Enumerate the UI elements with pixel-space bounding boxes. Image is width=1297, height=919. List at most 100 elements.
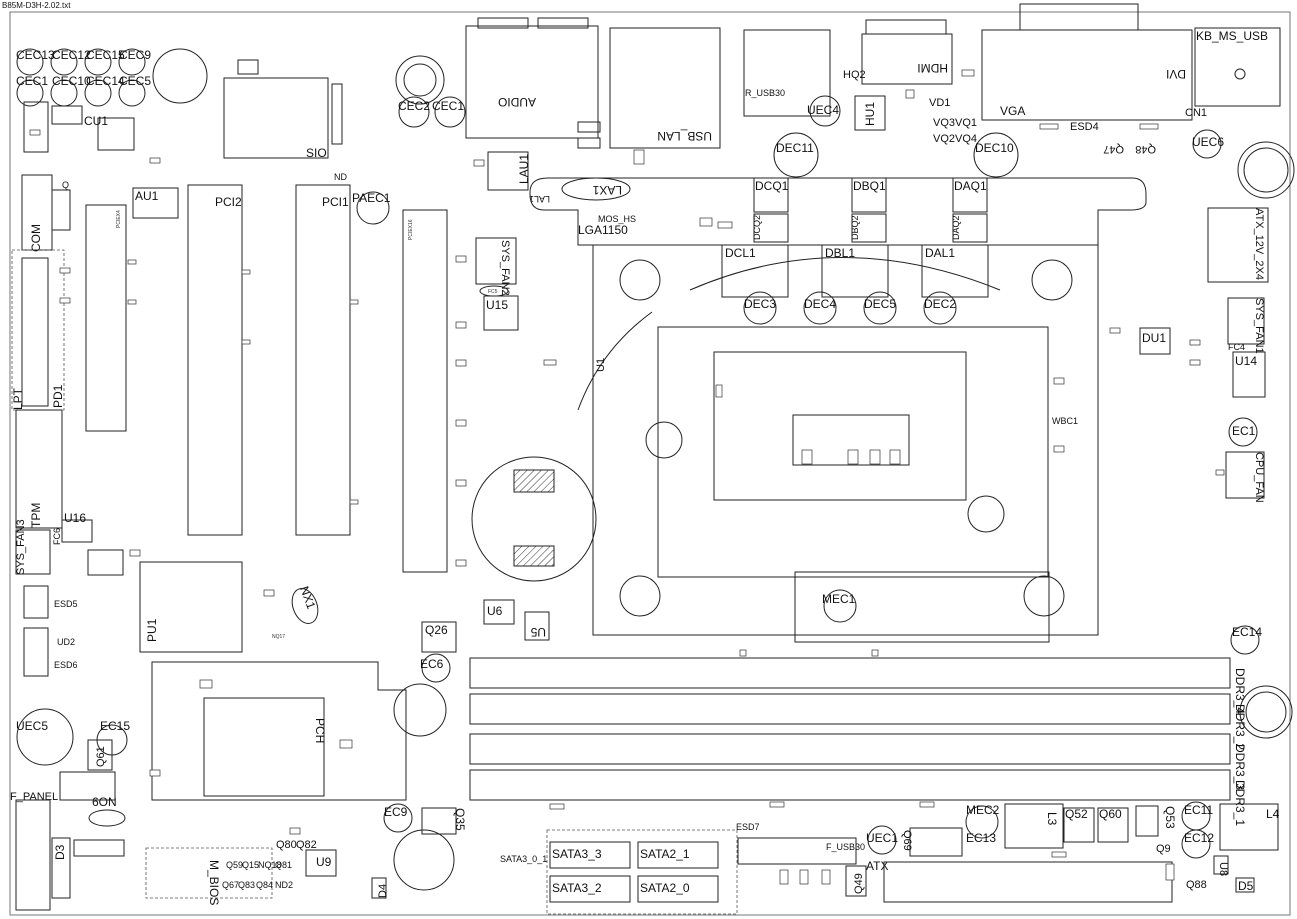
label-q81: Q81 [275,860,292,870]
label-q82: Q82 [296,839,317,851]
slot-pci1 [295,184,351,536]
chip-du1 [1139,327,1171,355]
connector-sys-fan3 [15,529,51,575]
label-sata2-0: SATA2_0 [640,881,690,895]
label-cec5: CEC5 [119,74,151,88]
label-ec14: EC14 [1232,625,1262,639]
label-q84: Q84 [256,880,273,890]
connector-r-usb30 [743,29,831,117]
label-d3: D3 [53,844,67,860]
label-d4: D4 [377,884,389,898]
slot-ddr3-2 [469,693,1231,725]
label-hq2: HQ2 [843,69,866,81]
pch-outline [151,661,407,801]
label-sata2-1: SATA2_1 [640,847,690,861]
label-cn1: CN1 [1185,107,1207,119]
label-q80: Q80 [276,839,297,851]
label-dal1: DAL1 [925,246,955,260]
label-esd7: ESD7 [736,822,760,832]
label-dbq2: DBQ2 [850,215,860,240]
label-daq1: DAQ1 [954,179,987,193]
label-ud2: UD2 [57,637,75,647]
slot-ddr3-1 [469,769,1231,801]
chip-pch [203,697,325,797]
label-cec13: CEC13 [16,48,55,62]
label-u16: U16 [64,511,86,525]
label-uec4: UEC4 [807,103,839,117]
slot-ddr3-4 [469,657,1231,689]
label-lau1: LAU1 [517,154,531,184]
label-q48: Q48 [1135,143,1156,155]
connector-sys-fan1 [1227,297,1265,345]
connector-tpm [15,409,63,529]
label-cpu-fan: CPU_FAN [1253,452,1265,503]
label-lpt: LPT [11,387,25,410]
chip-dbq1 [851,177,887,213]
label-ec12: EC12 [1184,831,1214,845]
label-q15: Q15 [242,860,259,870]
label-fc6: FC6 [52,528,62,545]
label-q59: Q59 [226,860,243,870]
connector-sata2-0 [637,875,719,903]
board-outline [9,11,1291,916]
label-nq17: NQ17 [272,634,285,640]
slot-pciex16 [402,209,448,573]
label-sys-fan1: SYS_FAN1 [1253,298,1265,354]
label-tpm: TPM [29,503,43,528]
label-ec6: EC6 [420,657,444,671]
connector-f-usb30 [737,837,857,865]
slot-ddr3-3 [469,733,1231,765]
connector-sys-fan2 [475,237,517,285]
label-mec2: MEC2 [966,803,1000,817]
label-ec13: EC13 [966,831,996,845]
label-vd1: VD1 [929,97,950,109]
label-ec9: EC9 [384,805,408,819]
label-q52: Q52 [1065,807,1088,821]
label-ec11: EC11 [1184,803,1213,817]
label-com: COM [29,224,43,252]
label-q49: Q49 [853,873,865,894]
label-pciex4: PCIEX4 [116,210,122,228]
label-q88: Q88 [1186,879,1207,891]
label-u9: U9 [316,855,332,869]
chip-dcq1 [753,177,789,213]
cec-capacitor-cluster [16,48,208,107]
label-d5: D5 [1238,879,1254,893]
label-sys-fan3: SYS_FAN3 [15,519,27,575]
label-uec1: UEC1 [866,831,898,845]
connector-usb-lan [609,27,721,149]
label-uec5: UEC5 [16,719,48,733]
label-pci2: PCI2 [215,195,242,209]
chip-pu1 [139,561,243,653]
chip-au1 [132,187,179,219]
chip-daq1 [952,177,988,213]
label-q9: Q9 [1156,843,1171,855]
label-pu1: PU1 [145,618,159,642]
label-l3: L3 [1045,812,1059,826]
label-vq3: VQ3 [933,117,955,129]
label-cec1-audio: CEC1 [432,99,464,113]
connector-sata3-3 [549,841,631,869]
label-q61: Q61 [95,746,107,767]
label-cu1: CU1 [84,114,108,128]
label-sio: SIO [306,146,327,160]
inductor-l3 [1004,803,1064,849]
label-ddr3-1: DDR3_1 [1233,780,1247,826]
label-mos-hs: MOS_HS [598,214,636,224]
connector-atx [883,861,1173,903]
label-f-panel: F_PANEL [10,791,58,803]
label-sata3-3: SATA3_3 [552,847,602,861]
label-vq4: VQ4 [955,133,977,145]
label-pch: PCH [313,718,327,743]
label-dcq2: DCQ2 [752,215,762,240]
label-nd: ND [334,172,347,182]
label-dec11: DEC11 [776,141,814,155]
label-dcl1: DCL1 [725,246,756,260]
label-sata3-0-1: SATA3_0_1 [500,854,547,864]
slot-pci2 [187,184,243,536]
label-atx-12v-2x4: ATX_12V_2X4 [1253,208,1265,280]
label-r-usb30: R_USB30 [745,88,785,98]
label-ddr3-2: DDR3_2 [1233,704,1247,750]
label-6on: 6ON [92,795,117,809]
label-vq2: VQ2 [933,133,955,145]
